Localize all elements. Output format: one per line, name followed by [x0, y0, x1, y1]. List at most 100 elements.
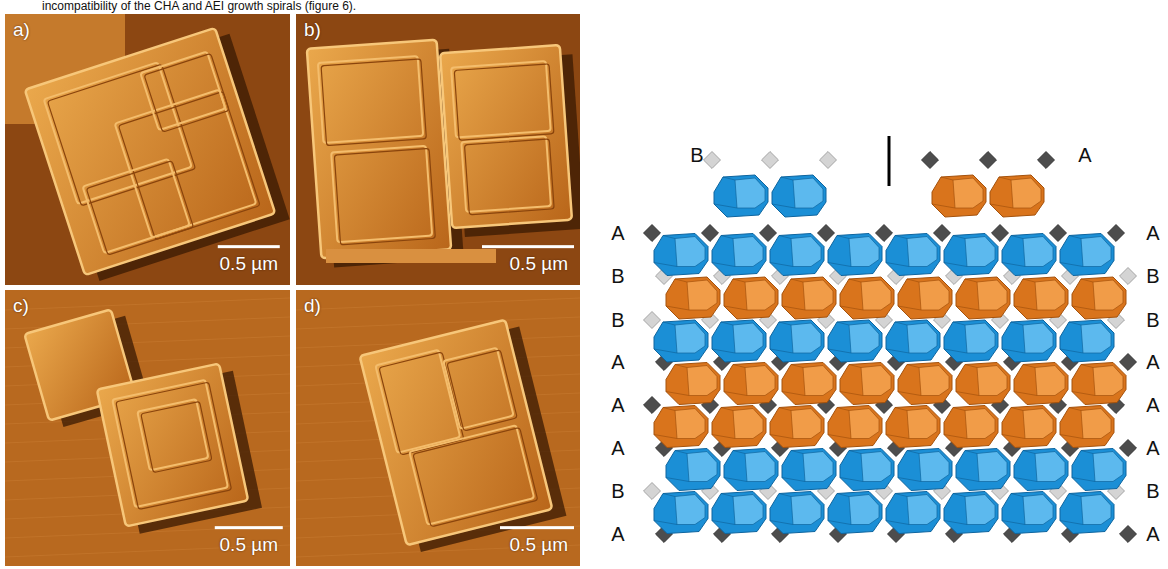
cage [1002, 492, 1056, 534]
afm-background [5, 290, 290, 566]
layer-letter: B [1146, 265, 1159, 288]
linker-square [760, 225, 777, 242]
layer-letter: B [1146, 309, 1159, 332]
text-line: incompatibility of the CHA and AEI growt… [40, 0, 358, 14]
cage-edge [675, 365, 687, 368]
scale-bar [215, 526, 283, 529]
cage [770, 234, 824, 276]
cage-edge [837, 408, 849, 411]
linker-layer [644, 152, 1137, 543]
growth-step-shade [464, 139, 554, 215]
cage-face [1023, 409, 1053, 439]
cage [772, 175, 826, 217]
cage-body [1060, 320, 1114, 362]
cage-edge [654, 263, 677, 267]
layer-letter: B [690, 144, 703, 167]
cage [944, 406, 998, 448]
growth-step [451, 61, 551, 137]
cage-face [733, 409, 763, 439]
cage [886, 406, 940, 448]
cage [712, 234, 766, 276]
linker-square [702, 225, 719, 242]
cage-face [675, 323, 705, 353]
cage-edge [721, 494, 733, 497]
cage [944, 320, 998, 362]
cage-edge [999, 177, 1011, 180]
cage-edge [1014, 306, 1037, 310]
cage-edge [953, 408, 965, 411]
cage-body [1002, 492, 1056, 534]
cage-face [965, 323, 995, 353]
cage-body [782, 277, 836, 319]
cage [886, 320, 940, 362]
cage-edge [712, 435, 735, 439]
cage-face [977, 366, 1007, 396]
crystal-face [360, 320, 553, 545]
cage [666, 363, 720, 405]
cage [666, 449, 720, 491]
cage-edge [965, 279, 977, 282]
cage-edge [898, 306, 921, 310]
cage-face [675, 495, 705, 525]
cage-edge [1002, 435, 1025, 439]
cage [714, 175, 768, 217]
growth-step [137, 399, 208, 470]
cage-face [733, 237, 763, 267]
growth-step-shade [144, 53, 229, 132]
cage-face [687, 366, 717, 396]
cage-edge [721, 408, 733, 411]
growth-step-shade [86, 161, 193, 255]
cage-body [712, 406, 766, 448]
cage-face [907, 495, 937, 525]
cage [782, 449, 836, 491]
cage-face [791, 323, 821, 353]
cage-body [654, 406, 708, 448]
cage-face [675, 409, 705, 439]
cage [1002, 320, 1056, 362]
cage-edge [654, 349, 677, 353]
linker-square [644, 483, 661, 500]
growth-step [331, 146, 432, 242]
cage-face [803, 452, 833, 482]
cage-edge [1011, 236, 1023, 239]
cage-edge [782, 478, 805, 482]
cage-body [1002, 234, 1056, 276]
cage [654, 406, 708, 448]
afm-background [296, 290, 580, 566]
cage-edge [666, 478, 689, 482]
scale-bar [218, 245, 280, 248]
cage-edge [1081, 279, 1093, 282]
cage-edge [1014, 478, 1037, 482]
linker-square [704, 152, 721, 169]
cage [654, 234, 708, 276]
cage-edge [791, 451, 803, 454]
cage-body [828, 320, 882, 362]
cage-edge [840, 478, 863, 482]
cage-edge [840, 306, 863, 310]
cage-edge [953, 494, 965, 497]
cage [1072, 277, 1126, 319]
cage-body [724, 363, 778, 405]
cage-body [1072, 277, 1126, 319]
cage-face [687, 452, 717, 482]
cage-body [828, 234, 882, 276]
cage-face [849, 237, 879, 267]
cage-edge [654, 521, 677, 525]
cage-body [944, 234, 998, 276]
cage-face [977, 280, 1007, 310]
layer-letter: B [1146, 480, 1159, 503]
afm-background [296, 14, 580, 285]
cage-face [849, 409, 879, 439]
linker-square [980, 152, 997, 169]
cage-edge [907, 451, 919, 454]
linker-square [1038, 152, 1055, 169]
cage-body [898, 449, 952, 491]
cage-edge [886, 263, 909, 267]
cage [712, 320, 766, 362]
scale-label: 0.5 µm [220, 534, 278, 556]
cage-body [782, 449, 836, 491]
growth-step-shade [413, 427, 538, 526]
linker-square [1050, 225, 1067, 242]
cage-edge [721, 322, 733, 325]
cage-face [861, 366, 891, 396]
